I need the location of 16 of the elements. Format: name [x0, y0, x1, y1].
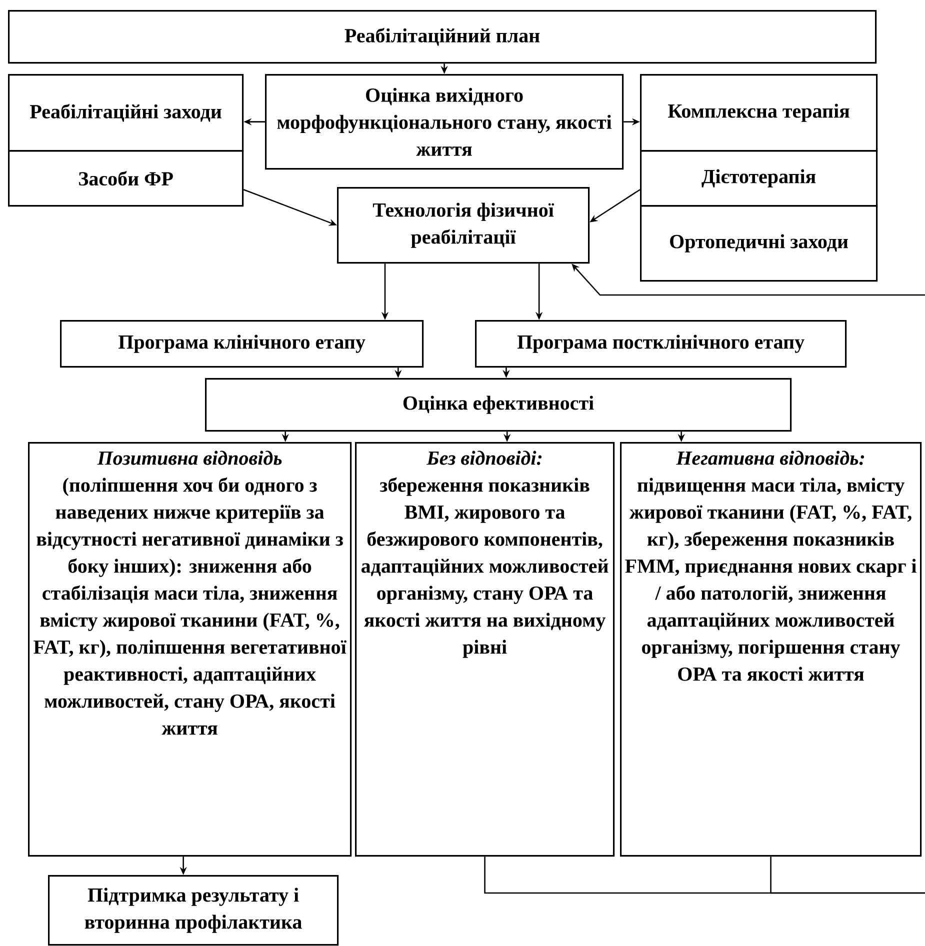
response-box: Позитивна відповідь (поліпшення хоч би одного з наведених нижче критеріїв за відсутності негативної динаміки з боку інших): зниження або стабілізація маси тіла, зниження вмісту жирової тканини (FAT, %, FAT, кг), поліпшення вегетативної реактивності, адаптаційних можливостей, стану ОРА, якості життя: [28, 442, 352, 857]
response-box: Негативна відповідь: підвищення маси тіла, вмісту жирової тканини (FAT, %, FAT, кг), збереження показників FMM, приєднання нових скарг і / або патологій, зниження адаптаційних можливостей організму, погіршення стану ОРА та якості життя: [620, 442, 922, 857]
process-box: Ортопедичні заходи: [640, 205, 878, 282]
process-box: Реабілітаційні заходи: [8, 74, 244, 152]
process-box: Програма клінічного етапу: [60, 320, 424, 368]
connector-line: [770, 856, 925, 894]
process-box: Реабілітаційний план: [8, 10, 877, 64]
process-box: Комплексна терапія: [640, 74, 878, 152]
process-box: Засоби ФР: [8, 150, 244, 207]
process-box: Технологія фізичної реабілітації: [337, 187, 590, 264]
process-box: Підтримка результату і вторинна профілактика: [48, 875, 339, 946]
process-box: Оцінка ефективності: [205, 378, 792, 432]
process-box: Дієтотерапія: [640, 150, 878, 207]
process-box: Оцінка вихідного морфофункціонального стану, якості життя: [265, 74, 624, 170]
process-box: Програма постклінічного етапу: [475, 320, 847, 368]
response-box: Без відповіді: збереження показників BMI, жирового та безжирового компонентів, адаптаційних можливостей організму, стану ОРА та якості життя на вихідному рівні: [355, 442, 615, 857]
